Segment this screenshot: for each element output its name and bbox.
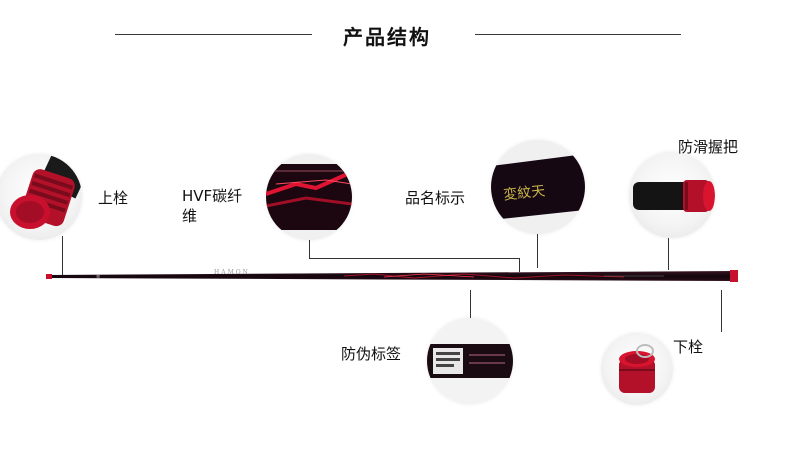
connector-name	[537, 234, 538, 268]
top-cap-detail	[0, 154, 82, 240]
connector-carbon-drop	[519, 258, 520, 272]
label-anti-fake: 防伪标签	[341, 345, 402, 363]
header-rule-right	[475, 34, 681, 35]
connector-anti-fake	[470, 290, 471, 330]
svg-text:≡: ≡	[96, 274, 100, 280]
connector-carbon-horizontal	[309, 258, 519, 259]
connector-grip	[668, 238, 669, 270]
grip-detail	[629, 152, 715, 238]
bottom-cap-detail	[601, 333, 673, 405]
header-rule-left	[115, 34, 312, 35]
rod-brand-mark: HAMON	[214, 269, 250, 276]
label-grip: 防滑握把	[678, 138, 739, 156]
label-carbon-line2: 维	[182, 207, 198, 225]
carbon-fiber-detail	[266, 154, 352, 240]
anti-fake-detail	[427, 318, 513, 404]
fishing-rod: ≡	[46, 270, 738, 282]
name-display-detail: 変紋天	[491, 140, 585, 234]
page-title: 产品结构	[343, 25, 431, 49]
label-bottom-cap: 下栓	[673, 338, 704, 356]
svg-text:変紋天: 変紋天	[502, 182, 546, 203]
connector-carbon	[309, 236, 310, 258]
connector-bottom-cap	[721, 290, 722, 332]
connector-top-cap	[62, 236, 63, 278]
label-name-display: 品名标示	[405, 189, 466, 207]
label-top-cap: 上栓	[98, 189, 129, 207]
label-carbon-line1: HVF碳纤	[182, 187, 243, 205]
